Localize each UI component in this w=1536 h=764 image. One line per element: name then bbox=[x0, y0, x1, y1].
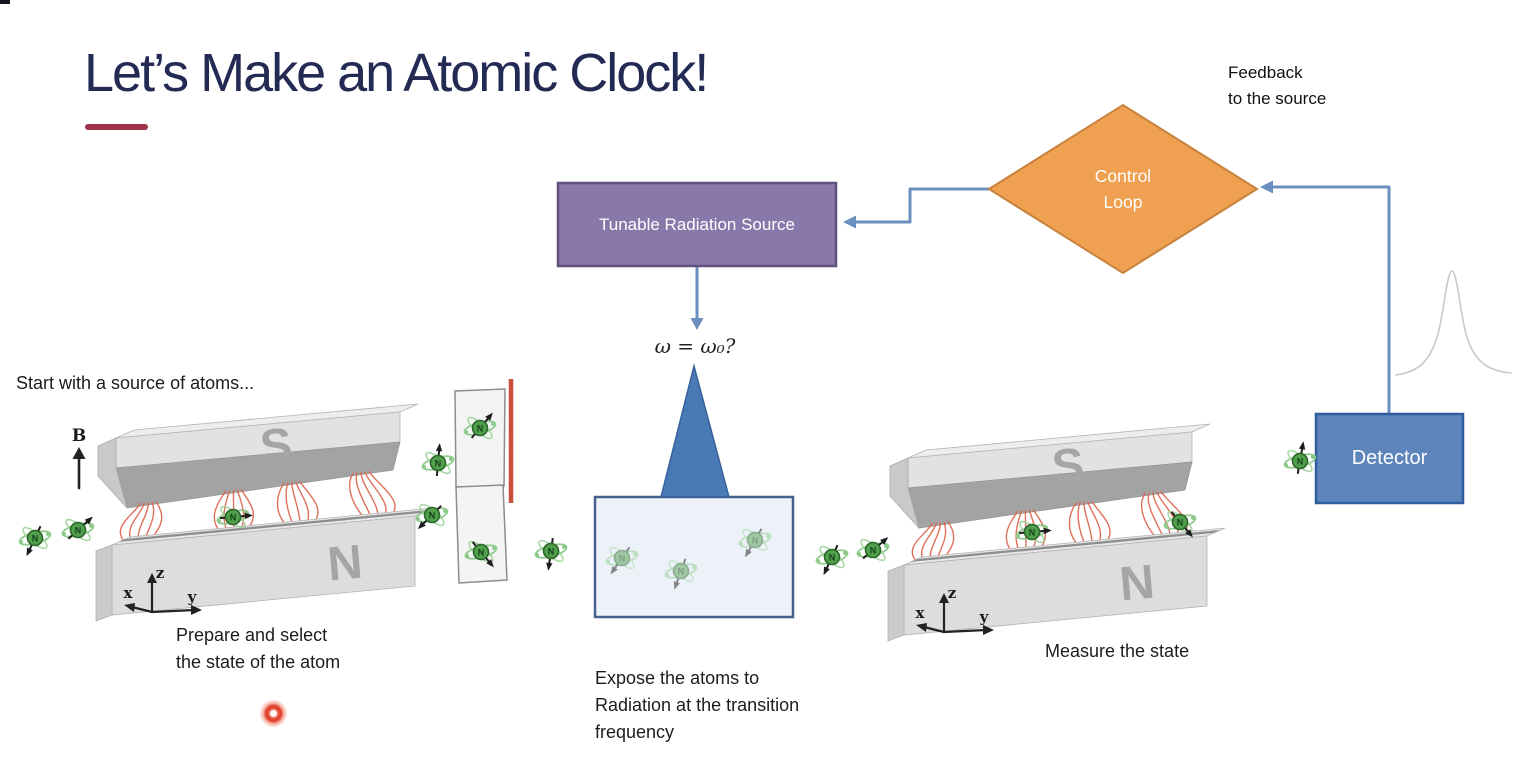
atom-nucleus-label: N bbox=[1029, 527, 1036, 537]
magnet-north-label: N bbox=[325, 536, 364, 592]
atom-icon: N bbox=[216, 505, 253, 529]
atom-icon: N bbox=[1015, 520, 1052, 544]
atom-icon: N bbox=[534, 537, 568, 571]
title-accent-underline bbox=[85, 124, 148, 130]
video-edge-artifact bbox=[0, 0, 10, 4]
atom-nucleus-label: N bbox=[752, 535, 759, 545]
atom-nucleus-label: N bbox=[478, 547, 485, 557]
resonance-peak-curve bbox=[1395, 270, 1512, 376]
atom-icon: N bbox=[415, 503, 449, 530]
axis-y-label: y bbox=[187, 588, 198, 606]
caption-expose-line2: Radiation at the transition bbox=[595, 695, 800, 715]
atom-icon: N bbox=[421, 443, 455, 477]
atom-icon: N bbox=[463, 412, 497, 440]
radiation-beam-triangle bbox=[660, 363, 730, 498]
atom-nucleus-label: N bbox=[619, 553, 626, 563]
atom-nucleus-label: N bbox=[1297, 456, 1304, 466]
atom-nucleus-label: N bbox=[435, 458, 442, 468]
atom-nucleus-label: N bbox=[548, 546, 555, 556]
atom-nucleus-label: N bbox=[32, 533, 39, 543]
axis-z-label: z bbox=[948, 584, 957, 602]
caption-measure-state: Measure the state bbox=[1045, 641, 1190, 661]
page-title: Let’s Make an Atomic Clock! bbox=[84, 43, 709, 103]
caption-expose-line3: frequency bbox=[595, 722, 675, 742]
caption-expose-line1: Expose the atoms to bbox=[595, 668, 760, 688]
atom-icon: N bbox=[18, 525, 52, 557]
magnet-south-label: S bbox=[1050, 439, 1087, 495]
atom-nucleus-label: N bbox=[870, 545, 877, 555]
atom-nucleus-label: N bbox=[678, 566, 685, 576]
feedback-annotation-line2: to the source bbox=[1228, 89, 1327, 108]
atom-nucleus-label: N bbox=[829, 552, 836, 562]
caption-prepare-line2: the state of the atom bbox=[176, 652, 341, 672]
caption-prepare-line1: Prepare and select bbox=[176, 625, 328, 645]
b-field-label: B bbox=[72, 426, 86, 446]
caption-prepare-select: Prepare and select the state of the atom bbox=[176, 622, 340, 676]
resonance-question-label: ω = ω₀? bbox=[654, 334, 736, 358]
axis-x-label: x bbox=[124, 584, 134, 602]
coordinate-axes bbox=[916, 593, 994, 635]
detector-box bbox=[1314, 412, 1465, 505]
b-field-arrow: B bbox=[72, 426, 86, 490]
coordinate-axes bbox=[124, 573, 202, 615]
atom-icon: N bbox=[1163, 510, 1197, 538]
caption-expose-radiation: Expose the atoms to Radiation at the tra… bbox=[595, 665, 799, 746]
radiation-source-box bbox=[556, 181, 838, 268]
atom-icon: N bbox=[815, 544, 849, 576]
atom-nucleus-label: N bbox=[429, 510, 436, 520]
atom-nucleus-label: N bbox=[230, 512, 237, 522]
atom-icon: N bbox=[738, 528, 772, 558]
atom-icon: N bbox=[605, 546, 639, 575]
axis-y-label: y bbox=[979, 608, 990, 626]
axis-x-label: x bbox=[916, 604, 926, 622]
atom-nucleus-label: N bbox=[75, 525, 82, 535]
feedback-annotation-line1: Feedback bbox=[1228, 63, 1303, 82]
feedback-annotation: Feedback to the source bbox=[1228, 60, 1326, 112]
atom-icon: N bbox=[856, 537, 890, 562]
atom-icon: N bbox=[664, 558, 698, 590]
axis-z-label: z bbox=[156, 564, 165, 582]
caption-start-source: Start with a source of atoms... bbox=[16, 373, 255, 393]
control-loop-diamond bbox=[987, 103, 1259, 275]
flow-nodes bbox=[556, 103, 1465, 619]
laser-pointer-dot bbox=[260, 700, 287, 727]
atom-nucleus-label: N bbox=[1177, 517, 1184, 527]
atom-icon: N bbox=[61, 516, 95, 542]
stern-gerlach-magnet: S Nz y x bbox=[887, 423, 1226, 642]
atom-icon: N bbox=[1283, 441, 1317, 474]
feedback-connectors bbox=[690, 180, 1391, 414]
magnet-south-label: S bbox=[258, 419, 295, 475]
atom-icon: N bbox=[464, 540, 498, 568]
stern-gerlach-magnet: S Nz y x bbox=[95, 403, 434, 622]
atom-nucleus-label: N bbox=[477, 423, 484, 433]
magnet-north-label: N bbox=[1117, 556, 1156, 612]
